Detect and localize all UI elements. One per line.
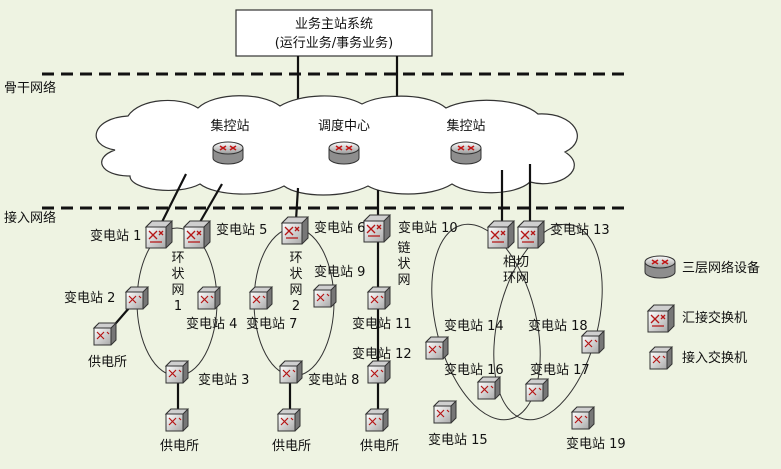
access-switch-icon: [477, 376, 501, 400]
station-label-10: 变电站 10: [398, 220, 458, 236]
supply-office-label: 供电所: [272, 439, 311, 454]
supply-office-label: 供电所: [160, 439, 199, 454]
aggregation-switch-icon: [281, 216, 309, 245]
station-label-13: 变电站 13: [550, 222, 610, 238]
access-switch-icon: [249, 286, 273, 310]
access-switch-icon: [571, 406, 595, 430]
access-switch-icon: [165, 408, 189, 432]
access-switch-icon: [197, 286, 221, 310]
aggregation-switch-icon: [145, 220, 173, 249]
station-label-1: 变电站 1: [90, 228, 141, 244]
uplink-s1: [161, 173, 187, 223]
master-system-title: 业务主站系统: [295, 16, 373, 32]
legend-aggregation-label: 汇接交换机: [682, 310, 747, 326]
supply-office-label: 供电所: [360, 439, 399, 454]
router-icon: [328, 141, 360, 165]
access-switch-icon: [313, 284, 337, 308]
access-switch-icon: [367, 360, 391, 384]
chain-label-char: 网: [397, 273, 410, 288]
access-switch-icon: [125, 286, 149, 310]
station-label-15: 变电站 15: [428, 432, 488, 448]
access-layer-label: 接入网络: [4, 210, 56, 226]
station-label-5: 变电站 5: [216, 222, 267, 238]
access-switch-icon: [93, 322, 117, 346]
access-switch-icon: [277, 408, 301, 432]
ring2-label-char: 网: [289, 283, 302, 298]
station-label-18: 变电站 18: [528, 318, 588, 334]
ring1-label-char: 网: [171, 283, 184, 298]
station-label-17: 变电站 17: [530, 362, 590, 378]
chain-label-char: 状: [397, 257, 410, 272]
legend-aggregation-switch-icon: [647, 304, 675, 333]
station-label-3: 变电站 3: [198, 372, 249, 388]
legend-router-label: 三层网络设备: [682, 260, 760, 276]
station-label-8: 变电站 8: [308, 372, 359, 388]
uplink-s5: [199, 183, 223, 223]
access-switch-icon: [425, 336, 449, 360]
ring1-label-char: 1: [174, 299, 182, 314]
legend-router-icon: [644, 255, 676, 279]
ring2-label-char: 状: [289, 267, 302, 282]
router-icon: [212, 141, 244, 165]
chain-label-char: 链: [397, 241, 410, 256]
station-label-7: 变电站 7: [246, 316, 297, 332]
access-switch-icon: [525, 378, 549, 402]
station-label-9: 变电站 9: [314, 264, 365, 280]
ring1-label-char: 状: [171, 267, 184, 282]
station-label-4: 变电站 4: [186, 316, 237, 332]
station-label-11: 变电站 11: [352, 316, 412, 332]
tangent-ring-left: [431, 223, 541, 421]
ring1-label-char: 环: [171, 251, 184, 266]
core-right-label: 集控站: [446, 118, 485, 134]
core-left-label: 集控站: [210, 118, 249, 134]
access-switch-icon: [165, 360, 189, 384]
station-label-12: 变电站 12: [352, 346, 412, 362]
station-label-14: 变电站 14: [444, 318, 504, 334]
access-switch-icon: [365, 408, 389, 432]
router-icon: [450, 141, 482, 165]
uplink-s6: [294, 187, 300, 221]
ring2-label-char: 环: [289, 251, 302, 266]
legend-access-label: 接入交换机: [682, 350, 747, 366]
station-label-19: 变电站 19: [566, 436, 626, 452]
aggregation-switch-icon: [487, 220, 515, 249]
aggregation-switch-icon: [183, 220, 211, 249]
legend-access-switch-icon: [649, 346, 673, 370]
core-center-label: 调度中心: [318, 118, 370, 134]
backbone-layer-label: 骨干网络: [4, 80, 56, 96]
supply-office-label: 供电所: [88, 355, 127, 370]
ring2-label-char: 2: [292, 299, 300, 314]
access-switch-icon: [367, 286, 391, 310]
station-label-6: 变电站 6: [314, 220, 365, 236]
access-switch-icon: [279, 360, 303, 384]
master-system-box: [235, 9, 433, 57]
tangent-label-line: 环网: [503, 271, 529, 286]
access-switch-icon: [433, 400, 457, 424]
station-label-2: 变电站 2: [64, 290, 115, 306]
aggregation-switch-icon: [517, 220, 545, 249]
master-system-subtitle: (运行业务/事务业务): [275, 35, 394, 51]
aggregation-switch-icon: [363, 214, 391, 243]
station-label-16: 变电站 16: [444, 362, 504, 378]
tangent-label-line: 相切: [503, 255, 529, 270]
access-switch-icon: [581, 330, 605, 354]
